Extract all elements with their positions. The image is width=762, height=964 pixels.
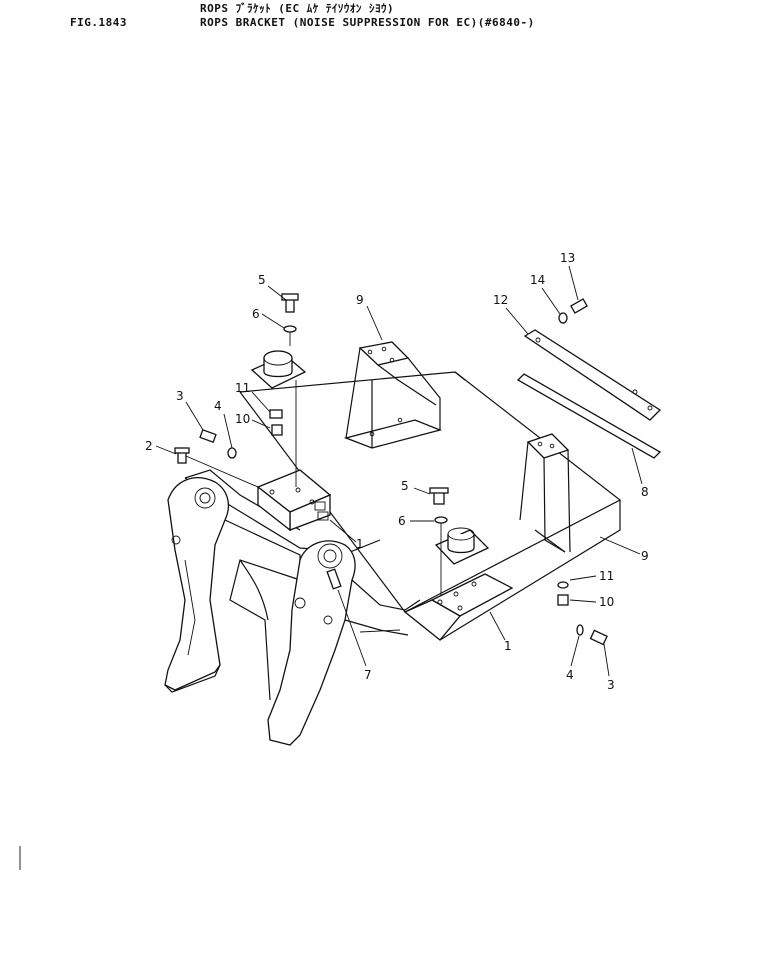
bolt-group-lower-right <box>557 581 608 646</box>
callout-3-left: 3 <box>176 389 184 403</box>
callout-12: 12 <box>493 293 508 307</box>
callout-9-right: 9 <box>641 549 649 563</box>
callout-7: 7 <box>364 668 372 682</box>
side-plate-12 <box>523 329 662 421</box>
bracket-9-right <box>519 433 571 553</box>
bolt-group-top-right <box>558 298 588 324</box>
bolt-group-left <box>174 409 283 488</box>
mount-bracket-right <box>403 573 514 641</box>
callout-2: 2 <box>145 439 153 453</box>
callout-labels: 5 6 9 13 14 12 3 4 11 10 2 1 5 6 8 9 11 … <box>145 251 649 692</box>
callout-1-upper: 1 <box>356 537 364 551</box>
callout-13: 13 <box>560 251 575 265</box>
callout-8: 8 <box>641 485 649 499</box>
callout-10-left: 10 <box>235 412 250 426</box>
callout-9-upper: 9 <box>356 293 364 307</box>
callout-1-lower: 1 <box>504 639 512 653</box>
callout-3-right: 3 <box>607 678 615 692</box>
leader-lines <box>155 265 643 677</box>
callout-14: 14 <box>530 273 545 287</box>
item-7-bolt <box>326 568 342 590</box>
callout-6-upper: 6 <box>252 307 260 321</box>
main-frame <box>164 469 421 746</box>
bracket-9-upper <box>343 341 443 449</box>
callout-4-left: 4 <box>214 399 222 413</box>
callout-10-right: 10 <box>599 595 614 609</box>
strip-8 <box>516 373 662 459</box>
callout-5-middle: 5 <box>401 479 409 493</box>
figure-number: FIG.1843 <box>70 16 127 29</box>
callout-11-left: 11 <box>235 381 250 395</box>
figure-title-japanese: ROPS ﾌﾞﾗｹｯﾄ (EC ﾑｹ ﾃｲｿｳｵﾝ ｼﾖｳ) <box>200 2 395 15</box>
callout-11-right: 11 <box>599 569 614 583</box>
figure-title-english: ROPS BRACKET (NOISE SUPPRESSION FOR EC)(… <box>200 16 535 29</box>
callout-6-middle: 6 <box>398 514 406 528</box>
callout-4-right: 4 <box>566 668 574 682</box>
mount-bracket-left <box>256 469 332 532</box>
callout-5-upper: 5 <box>258 273 266 287</box>
isolator-mount-upper <box>250 293 307 487</box>
isolator-mount-right <box>429 487 490 600</box>
